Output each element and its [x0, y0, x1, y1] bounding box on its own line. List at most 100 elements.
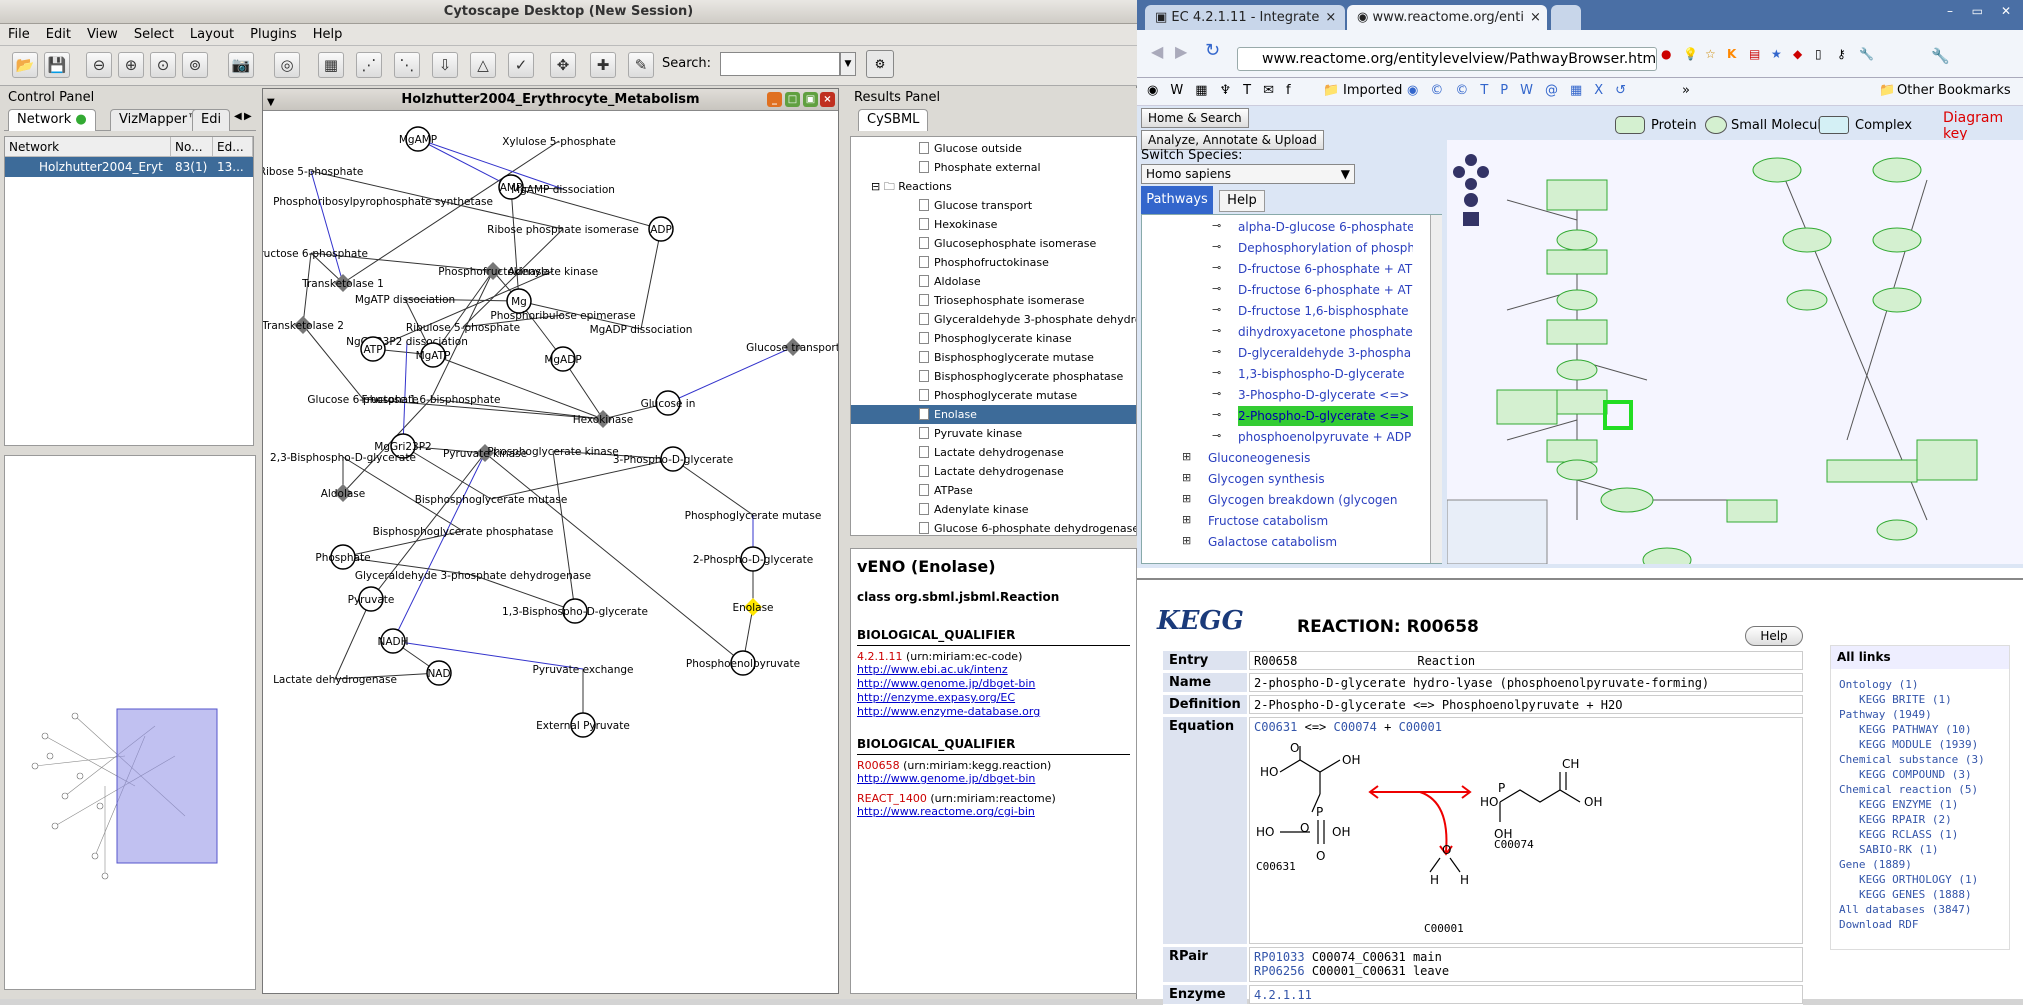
column-edges[interactable]: Ed... — [213, 137, 253, 157]
search-options-icon[interactable]: ⚙ — [866, 50, 894, 78]
kegg-link[interactable]: KEGG PATHWAY (10) — [1859, 723, 1972, 736]
reaction-icon[interactable]: ⊸ — [1212, 345, 1222, 358]
network-edge[interactable] — [342, 556, 474, 576]
edit-icon[interactable]: ✎ — [628, 52, 654, 78]
expand-icon[interactable]: ✥ — [550, 52, 576, 78]
network-edge[interactable] — [342, 456, 464, 532]
maximize-icon[interactable]: ▭ — [1971, 4, 1983, 18]
star-icon[interactable]: ☆ — [1705, 47, 1716, 61]
bookmark-icons[interactable]: ◉W▦♆T✉f — [1147, 83, 1303, 98]
expand-icon[interactable]: ⊞ — [1182, 450, 1192, 463]
pathway-diagram[interactable] — [1446, 140, 2023, 573]
home-search-button[interactable]: Home & Search — [1141, 108, 1249, 128]
pathway-item[interactable]: D-fructose 1,6-bisphosphate — [1238, 301, 1413, 321]
tree-item-reaction[interactable]: Glucose transport — [919, 196, 1032, 215]
zoom-out-icon[interactable]: ⊖ — [86, 52, 112, 78]
tree-item[interactable]: Glucose outside — [919, 139, 1022, 158]
network-icon-1[interactable]: ⋰ — [356, 52, 382, 78]
network-edge[interactable] — [404, 298, 520, 302]
pdf-icon[interactable]: ▤ — [1749, 47, 1761, 61]
network-edge[interactable] — [462, 228, 564, 328]
network-edge[interactable] — [510, 186, 520, 302]
reaction-node[interactable] — [594, 410, 612, 428]
tab-network[interactable]: Network ● — [8, 109, 96, 131]
tree-item-reaction[interactable]: Hexokinase — [919, 215, 997, 234]
wrench-icon[interactable]: 🔧 — [1859, 47, 1874, 61]
camera-icon[interactable]: 📷 — [228, 52, 254, 78]
bulb-icon[interactable]: 💡 — [1683, 47, 1698, 61]
link-enzyme-db[interactable]: http://www.enzyme-database.org — [857, 705, 1041, 718]
tree-item-reaction[interactable]: Enolase — [851, 405, 1136, 424]
network-edge[interactable] — [432, 354, 604, 420]
reaction-icon[interactable]: ⊸ — [1212, 429, 1222, 442]
tree-item-reaction[interactable]: Pyruvate kinase — [919, 424, 1022, 443]
minimize-icon[interactable]: _ — [767, 92, 782, 107]
network-edge[interactable] — [334, 598, 372, 680]
kegg-logo[interactable]: KEGG — [1157, 606, 1244, 636]
kegg-link[interactable]: KEGG COMPOUND (3) — [1859, 768, 1972, 781]
expand-icon[interactable]: ⊞ — [1182, 492, 1192, 505]
rpair-link[interactable]: RP06256 — [1254, 964, 1305, 978]
compound-link[interactable]: C00631 — [1254, 720, 1298, 734]
network-edge[interactable] — [402, 340, 408, 447]
column-nodes[interactable]: No... — [171, 137, 213, 157]
reaction-node[interactable] — [334, 484, 352, 502]
pathway-item[interactable]: D-fructose 6-phosphate + ATP — [1238, 259, 1413, 279]
battery-icon[interactable]: ▯ — [1815, 47, 1822, 61]
kegg-link[interactable]: SABIO-RK (1) — [1859, 843, 1939, 856]
enzyme-value[interactable]: 4.2.1.11 — [1249, 985, 1803, 1004]
reaction-node[interactable] — [744, 598, 762, 616]
pathway-item[interactable]: Dephosphorylation of phosph — [1238, 238, 1413, 258]
minimize-icon[interactable]: – — [1947, 4, 1953, 18]
network-edge[interactable] — [302, 252, 312, 326]
metabolite-node[interactable] — [740, 546, 766, 572]
save-icon[interactable]: 💾 — [44, 52, 70, 78]
pathway-item[interactable]: alpha-D-glucose 6-phosphate — [1238, 217, 1413, 237]
reaction-icon[interactable]: ⊸ — [1212, 366, 1222, 379]
metabolite-node[interactable] — [390, 433, 416, 459]
tab-scroll-right-icon[interactable]: ▶ — [244, 111, 252, 122]
network-edge[interactable] — [302, 324, 364, 400]
key-icon[interactable]: ⚷ — [1837, 47, 1846, 61]
bookmark-icons-2[interactable]: ◉©©TPW@▦X↺ — [1407, 83, 1639, 98]
zoom-selected-icon[interactable]: ⊚ — [182, 52, 208, 78]
tree-item-reaction[interactable]: Glucose 6-phosphate dehydrogenase — [919, 519, 1136, 535]
reaction-node[interactable] — [294, 316, 312, 334]
tree-item-reaction[interactable]: Lactate dehydrogenase — [919, 462, 1064, 481]
tab-pathways[interactable]: Pathways — [1141, 186, 1213, 214]
network-edge[interactable] — [392, 640, 584, 670]
reaction-icon[interactable]: ⊸ — [1212, 303, 1222, 316]
menu-edit[interactable]: Edit — [45, 27, 71, 42]
network-edge[interactable] — [372, 270, 554, 350]
pathway-item[interactable]: Fructose catabolism — [1208, 511, 1413, 531]
chevron-icon[interactable]: » — [1682, 83, 1690, 98]
kegg-link[interactable]: KEGG BRITE (1) — [1859, 693, 1952, 706]
network-edge[interactable] — [672, 458, 754, 516]
menu-help[interactable]: Help — [312, 27, 343, 42]
pathway-item[interactable]: phosphoenolpyruvate + ADP — [1238, 427, 1413, 447]
new-tab-button[interactable] — [1551, 5, 1581, 30]
network-edge[interactable] — [417, 138, 512, 188]
network-edge[interactable] — [342, 140, 560, 284]
metabolite-node[interactable] — [498, 174, 524, 200]
kegg-link[interactable]: Ontology (1) — [1839, 678, 1919, 691]
pathway-item[interactable]: Glycogen breakdown (glycogen — [1208, 490, 1413, 510]
maximize-icon[interactable]: □ — [785, 92, 800, 107]
metabolite-node[interactable] — [426, 660, 452, 686]
network-edge[interactable] — [310, 170, 344, 284]
zoom-in-icon[interactable]: ⊕ — [118, 52, 144, 78]
link-intenz[interactable]: http://www.ebi.ac.uk/intenz — [857, 663, 1008, 676]
kegg-link[interactable]: Download RDF — [1839, 918, 1919, 931]
reaction-icon[interactable]: ⊸ — [1212, 324, 1222, 337]
network-edge[interactable] — [342, 398, 432, 494]
tree-item-reaction[interactable]: ATPase — [919, 481, 973, 500]
metabolite-node[interactable] — [562, 598, 588, 624]
metabolite-node[interactable] — [420, 342, 446, 368]
adblock-icon[interactable]: ● — [1661, 47, 1672, 61]
diagram-key[interactable]: Diagram key — [1943, 110, 2004, 142]
metabolite-node[interactable] — [730, 650, 756, 676]
kegg-link[interactable]: KEGG MODULE (1939) — [1859, 738, 1979, 751]
species-select[interactable]: Homo sapiens▼ — [1141, 164, 1355, 184]
pathway-item[interactable]: 1,3-bisphospho-D-glycerate — [1238, 364, 1413, 384]
